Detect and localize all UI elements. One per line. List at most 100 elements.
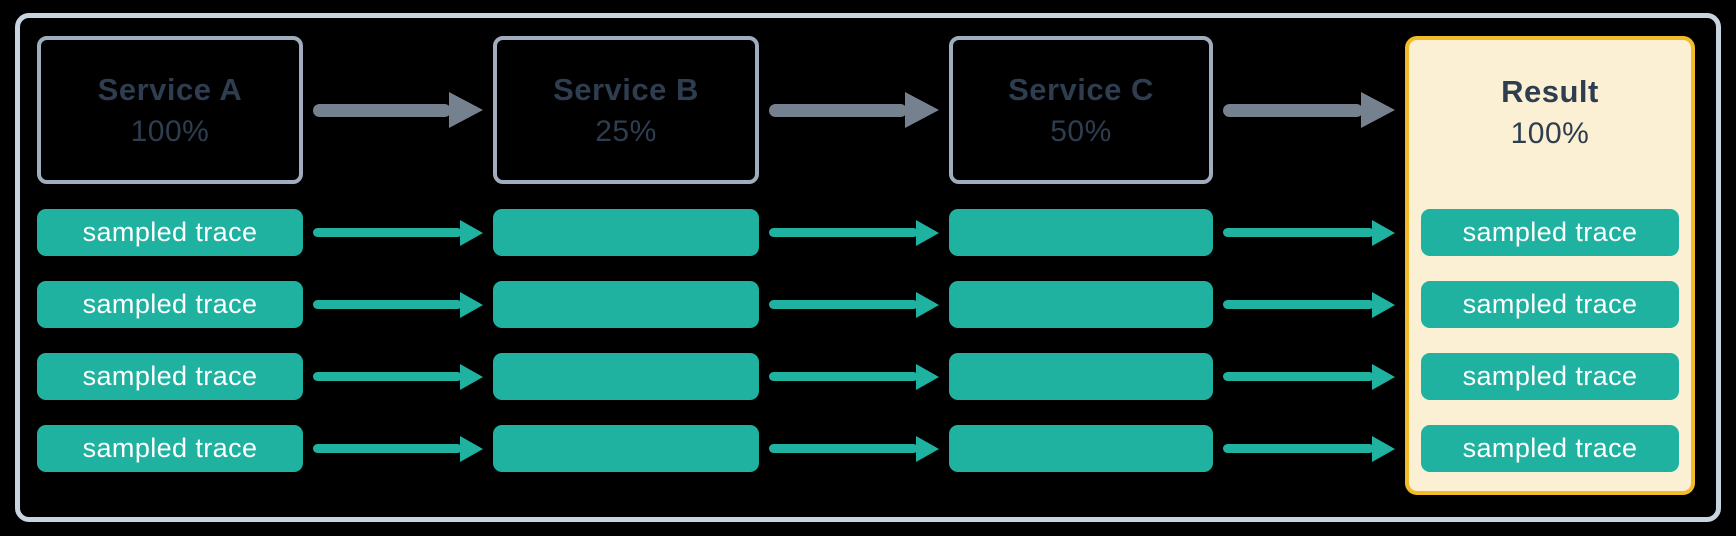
- arrow-cell: [303, 36, 493, 184]
- trace-box: sampled trace: [1421, 281, 1679, 328]
- arrow-shaft: [313, 300, 462, 309]
- trace-box: sampled trace: [37, 209, 303, 256]
- trace-box: [493, 209, 759, 256]
- arrow-shaft: [313, 103, 451, 117]
- trace-box: sampled trace: [1421, 209, 1679, 256]
- trace-arrow-icon: [1223, 435, 1395, 462]
- arrow-head: [916, 291, 939, 318]
- arrow-cell: [303, 281, 493, 328]
- trace-box: sampled trace: [1421, 425, 1679, 472]
- result-box: Result 100% sampled trace sampled trace …: [1405, 36, 1695, 495]
- arrow-shaft: [313, 228, 462, 237]
- arrow-cell: [759, 425, 949, 472]
- arrow-head: [460, 291, 483, 318]
- arrow-cell: [1213, 353, 1405, 400]
- arrow-shaft: [769, 103, 907, 117]
- trace-box: [493, 353, 759, 400]
- trace-label: sampled trace: [82, 433, 258, 463]
- trace-label: sampled trace: [1462, 289, 1638, 319]
- trace-box: [493, 281, 759, 328]
- arrow-cell: [759, 281, 949, 328]
- arrow-cell: [1213, 36, 1405, 184]
- arrow-cell: [1213, 209, 1405, 256]
- arrow-head: [460, 363, 483, 390]
- trace-label: sampled trace: [1462, 217, 1638, 247]
- trace-arrow-icon: [769, 291, 939, 318]
- arrow-cell: [303, 425, 493, 472]
- arrow-shaft: [1223, 103, 1363, 117]
- arrow-shaft: [769, 372, 918, 381]
- arrow-head: [460, 219, 483, 246]
- service-b-title: Service B: [553, 71, 699, 107]
- result-header: Result 100%: [1421, 40, 1679, 184]
- trace-box: [949, 281, 1213, 328]
- arrow-head: [905, 92, 939, 128]
- trace-arrow-icon: [313, 219, 483, 246]
- arrow-head: [460, 435, 483, 462]
- trace-box: sampled trace: [37, 353, 303, 400]
- trace-box: sampled trace: [1421, 353, 1679, 400]
- result-title: Result: [1501, 73, 1599, 109]
- service-c-box: Service C 50%: [949, 36, 1213, 184]
- flow-arrow-icon: [1223, 92, 1395, 128]
- arrow-head: [1372, 435, 1395, 462]
- flow-arrow-icon: [769, 92, 939, 128]
- trace-box: sampled trace: [37, 281, 303, 328]
- trace-arrow-icon: [769, 363, 939, 390]
- trace-box: [493, 425, 759, 472]
- arrow-shaft: [1223, 300, 1374, 309]
- arrows-b-to-c: [759, 36, 949, 472]
- arrow-head: [916, 219, 939, 246]
- sampling-flow-diagram: Service A 100% sampled trace sampled tra…: [15, 13, 1721, 522]
- arrow-head: [1372, 291, 1395, 318]
- trace-label: sampled trace: [82, 361, 258, 391]
- flow-arrow-icon: [313, 92, 483, 128]
- arrow-cell: [303, 353, 493, 400]
- trace-box: [949, 209, 1213, 256]
- arrow-head: [916, 435, 939, 462]
- service-a-title: Service A: [97, 71, 243, 107]
- arrow-head: [449, 92, 483, 128]
- arrow-shaft: [1223, 228, 1374, 237]
- trace-box: [949, 425, 1213, 472]
- arrow-head: [1372, 363, 1395, 390]
- service-c-rate: 50%: [1050, 114, 1112, 148]
- service-c-title: Service C: [1008, 71, 1154, 107]
- service-a-box: Service A 100%: [37, 36, 303, 184]
- trace-label: sampled trace: [82, 289, 258, 319]
- arrow-cell: [759, 353, 949, 400]
- service-b-rate: 25%: [595, 114, 657, 148]
- arrow-shaft: [313, 444, 462, 453]
- trace-arrow-icon: [769, 435, 939, 462]
- trace-arrow-icon: [313, 291, 483, 318]
- arrow-shaft: [1223, 444, 1374, 453]
- arrow-cell: [1213, 281, 1405, 328]
- trace-box: [949, 353, 1213, 400]
- service-c-column: Service C 50%: [949, 36, 1213, 472]
- service-a-column: Service A 100% sampled trace sampled tra…: [37, 36, 303, 472]
- arrow-head: [1361, 92, 1395, 128]
- trace-arrow-icon: [313, 363, 483, 390]
- arrow-head: [916, 363, 939, 390]
- arrow-shaft: [769, 444, 918, 453]
- arrow-shaft: [769, 300, 918, 309]
- trace-label: sampled trace: [82, 217, 258, 247]
- trace-arrow-icon: [1223, 219, 1395, 246]
- service-b-column: Service B 25%: [493, 36, 759, 472]
- result-rate: 100%: [1510, 116, 1590, 150]
- arrows-a-to-b: [303, 36, 493, 472]
- arrows-c-to-result: [1213, 36, 1405, 472]
- arrow-shaft: [313, 372, 462, 381]
- arrow-head: [1372, 219, 1395, 246]
- arrow-shaft: [1223, 372, 1374, 381]
- trace-label: sampled trace: [1462, 433, 1638, 463]
- arrow-cell: [1213, 425, 1405, 472]
- arrow-cell: [303, 209, 493, 256]
- trace-label: sampled trace: [1462, 361, 1638, 391]
- arrow-cell: [759, 209, 949, 256]
- trace-arrow-icon: [313, 435, 483, 462]
- trace-arrow-icon: [1223, 291, 1395, 318]
- service-b-box: Service B 25%: [493, 36, 759, 184]
- arrow-shaft: [769, 228, 918, 237]
